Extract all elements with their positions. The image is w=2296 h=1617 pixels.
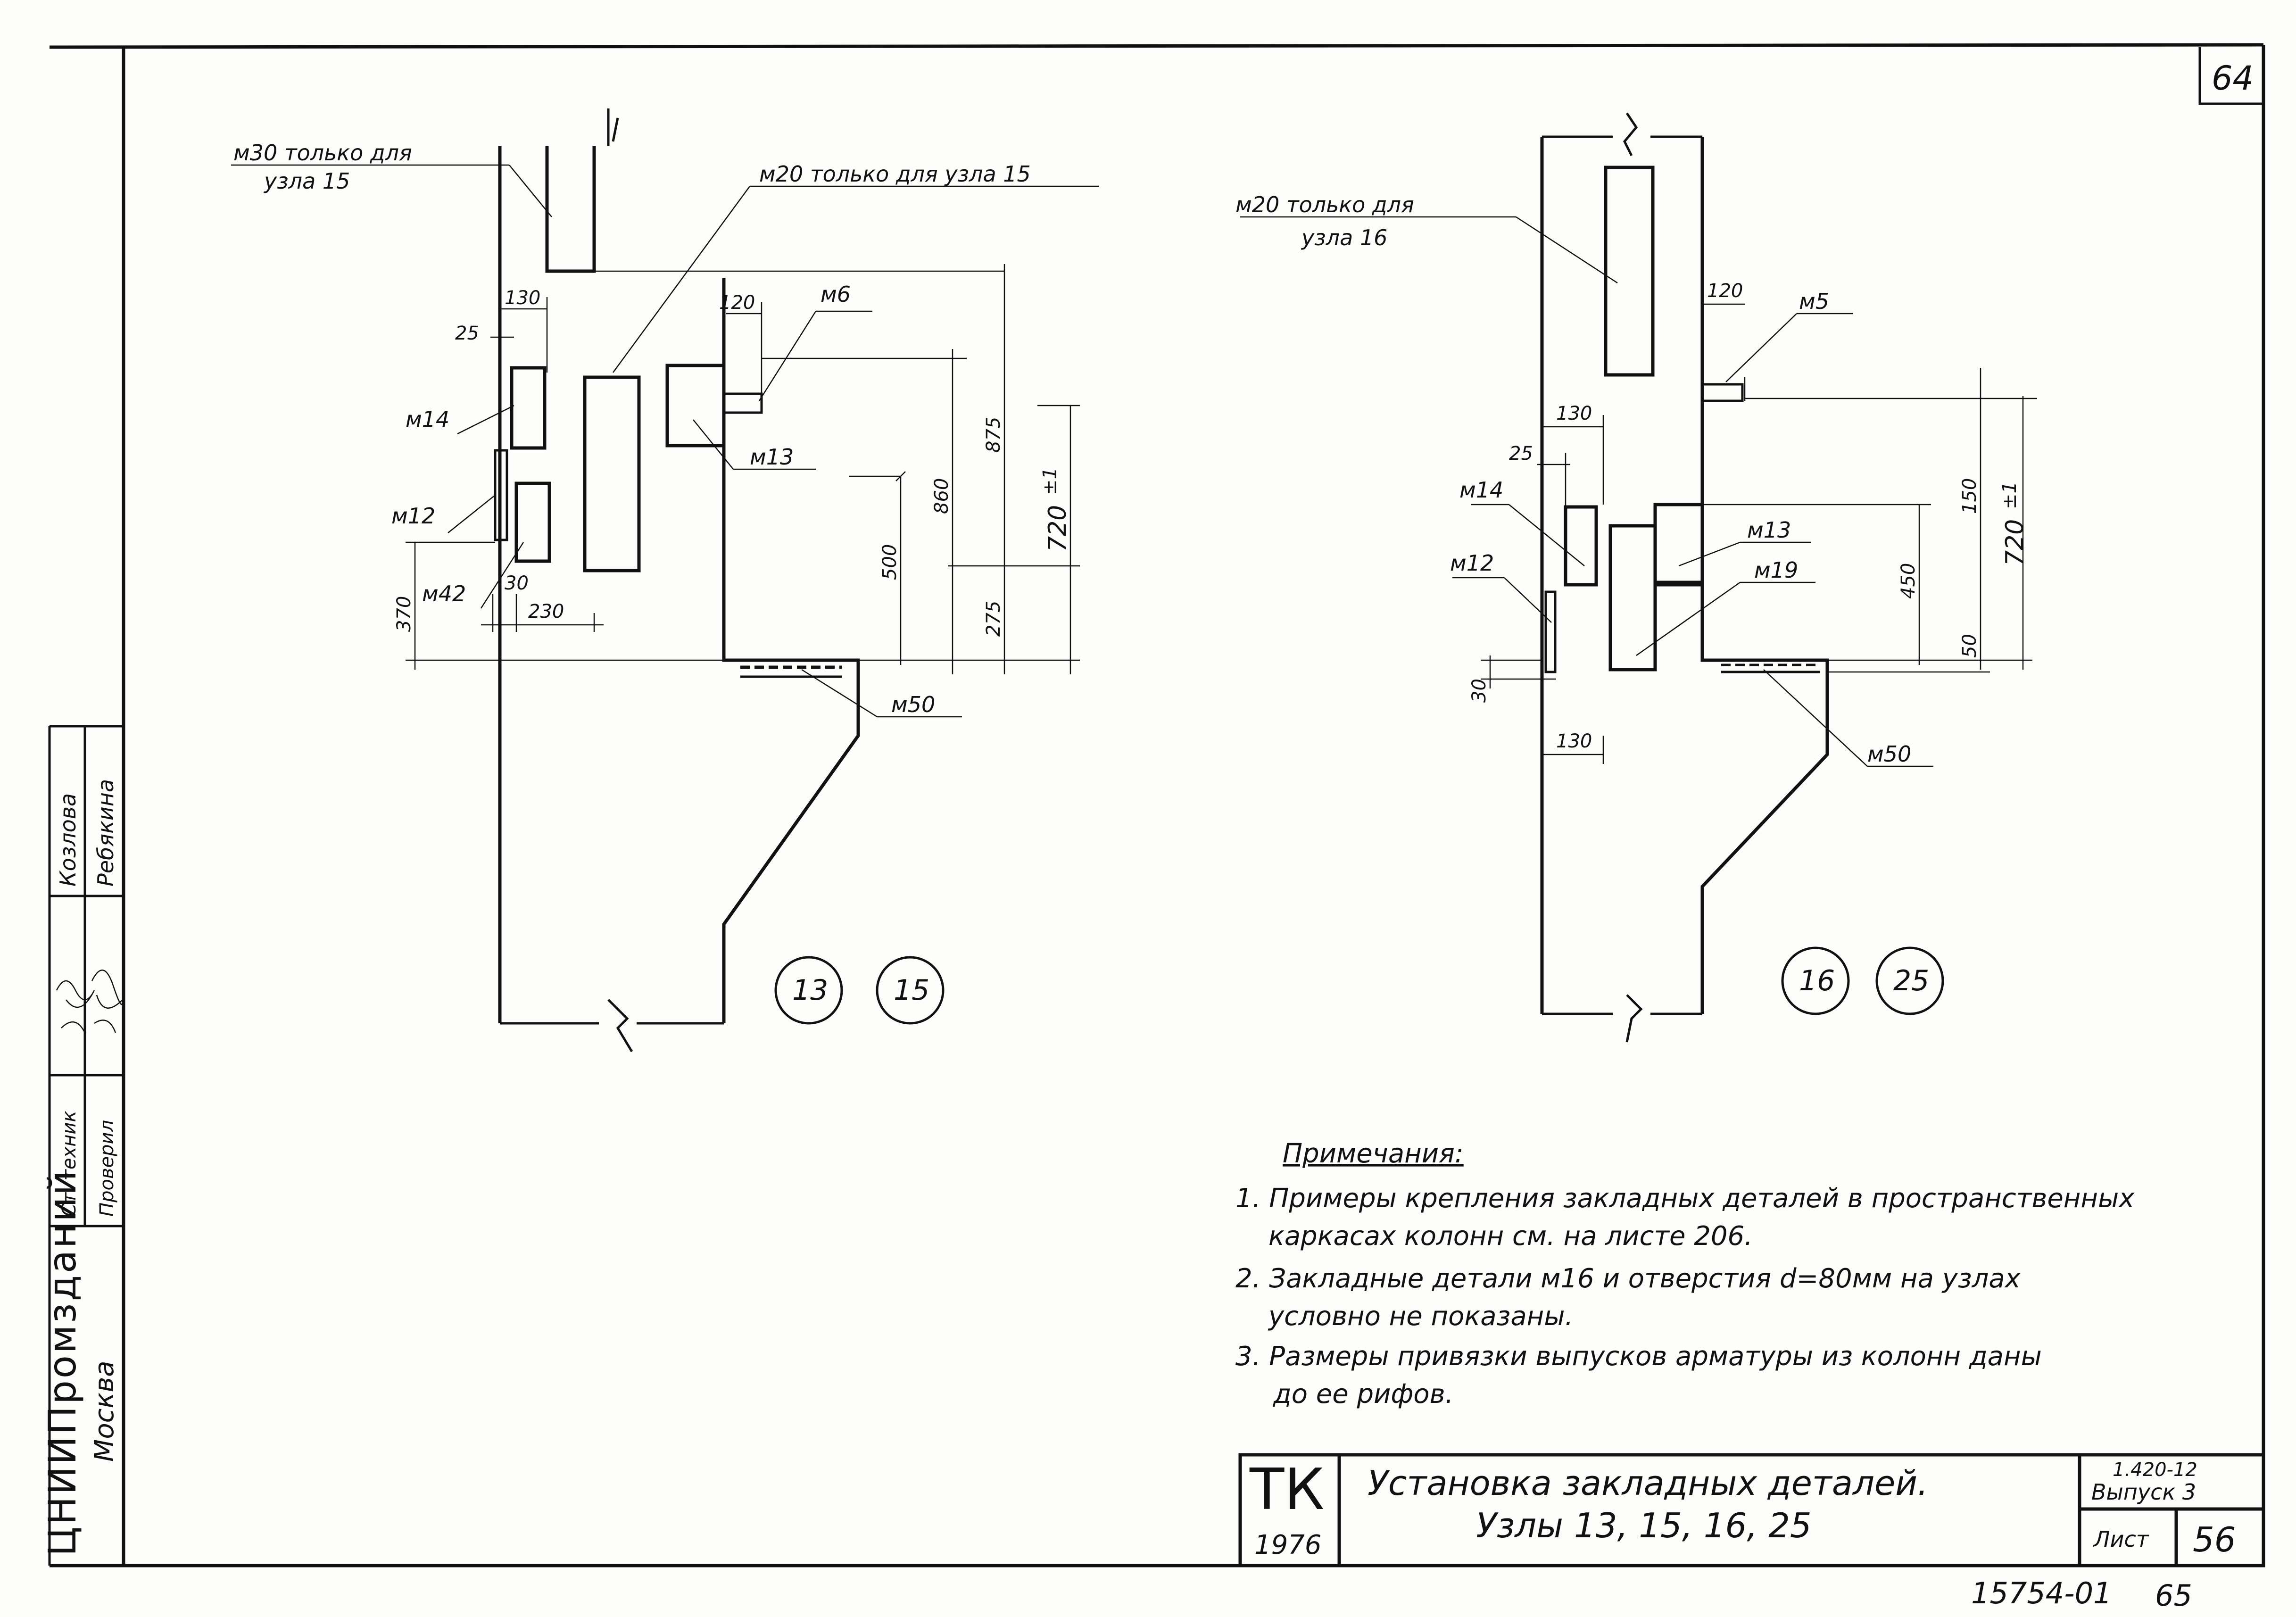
right-dim-25: 25 [1509, 443, 1533, 464]
left-dim-500: 500 [879, 544, 901, 580]
side-stamp-role-2: Проверил [96, 1120, 118, 1217]
notes-line-2: каркасах колонн см. на листе 206. [1268, 1221, 1753, 1252]
notes-line-6: до ее рифов. [1273, 1379, 1453, 1410]
right-dim-450: 450 [1898, 563, 1919, 599]
left-dim-720: 720 [1044, 505, 1072, 552]
left-dim-860: 860 [931, 478, 953, 514]
left-label-m50: м50 [891, 692, 935, 717]
bottom-page-number: 65 [2155, 1578, 2192, 1613]
left-dim-25: 25 [455, 323, 479, 344]
right-dim-30: 30 [1468, 679, 1490, 703]
stamp-sheet-label: Лист [2093, 1526, 2149, 1552]
right-dim-150: 150 [1959, 478, 1981, 514]
right-label-m20-2: узла 16 [1301, 225, 1387, 250]
stamp-issue: Выпуск 3 [2091, 1479, 2196, 1505]
bottom-numbers: 15754-01 65 [1971, 1576, 2192, 1613]
right-dim-120: 120 [1707, 280, 1743, 302]
right-circle-1: 16 [1799, 964, 1835, 997]
left-label-m30-2: узла 15 [263, 168, 350, 194]
left-dim-130: 130 [505, 287, 540, 309]
right-label-m5: м5 [1799, 289, 1829, 314]
stamp-sheet-no: 56 [2193, 1520, 2236, 1559]
left-dim-230: 230 [528, 601, 564, 622]
right-dim-130a: 130 [1556, 403, 1592, 424]
notes-line-4: условно не показаны. [1268, 1301, 1573, 1332]
sheet-corner-number: 64 [2198, 47, 2263, 105]
sheet-frame [49, 43, 2265, 1567]
right-label-m50: м50 [1867, 741, 1911, 767]
sheet-corner-number-text: 64 [2212, 59, 2254, 98]
right-dim-50: 50 [1959, 634, 1981, 658]
left-dim-720-tol: ±1 [1039, 467, 1061, 495]
title-block: ТК 1976 Установка закладных деталей. Узл… [1238, 1453, 2265, 1567]
signature-1 [56, 980, 95, 1033]
signature-2 [91, 970, 124, 1033]
right-label-m20: м20 только для [1235, 192, 1414, 217]
stamp-series: 1.420-12 [2113, 1459, 2197, 1481]
left-dim-370: 370 [393, 596, 415, 632]
right-label-m12: м12 [1450, 550, 1494, 576]
right-node: м20 только для узла 16 м5 м14 м12 м13 м1… [1235, 112, 2037, 1043]
stamp-year: 1976 [1254, 1530, 1322, 1560]
notes: Примечания: 1. Примеры крепления закладн… [1235, 1138, 2135, 1410]
side-stamp-name-2: Ребякина [93, 779, 118, 887]
right-circle-2: 25 [1893, 964, 1929, 997]
left-label-m42: м42 [422, 581, 466, 606]
right-dim-720: 720 [2001, 519, 2029, 566]
notes-line-5: 3. Размеры привязки выпусков арматуры из… [1235, 1341, 2042, 1372]
right-label-m14: м14 [1459, 477, 1503, 503]
side-stamp-role-1: Ст. техник [58, 1111, 80, 1217]
left-label-m12: м12 [391, 503, 435, 529]
bottom-inventory-number: 15754-01 [1971, 1576, 2112, 1610]
stamp-title-line-1: Установка закладных деталей. [1368, 1463, 1928, 1503]
right-label-m19: м19 [1754, 557, 1798, 583]
side-stamp: Козлова Ребякина Ст. техник Проверил ЦНИ… [41, 725, 124, 1566]
left-label-m14: м14 [406, 406, 449, 432]
stamp-title-line-2: Узлы 13, 15, 16, 25 [1476, 1506, 1812, 1545]
left-circle-2: 15 [894, 974, 929, 1007]
left-dim-875: 875 [983, 417, 1004, 453]
notes-line-1: 1. Примеры крепления закладных деталей в… [1235, 1183, 2135, 1214]
left-label-m20: м20 только для узла 15 [759, 161, 1031, 187]
notes-title: Примечания: [1283, 1138, 1464, 1169]
left-dim-120: 120 [719, 292, 755, 314]
left-dim-275: 275 [983, 601, 1004, 637]
left-node: м30 только для узла 15 м20 только для уз… [231, 108, 1099, 1053]
right-label-m13: м13 [1747, 517, 1791, 543]
left-label-m30: м30 только для [233, 140, 412, 166]
stamp-org-short: ТК [1249, 1457, 1325, 1523]
left-label-m13: м13 [750, 444, 794, 470]
side-stamp-name-1: Козлова [55, 793, 81, 887]
right-dim-130b: 130 [1556, 730, 1592, 752]
side-stamp-org: ЦНИИПромзданий [41, 1169, 84, 1556]
notes-line-3: 2. Закладные детали м16 и отверстия d=80… [1235, 1263, 2021, 1294]
left-circle-1: 13 [792, 974, 828, 1007]
left-dim-30: 30 [505, 572, 529, 594]
left-label-m6: м6 [821, 282, 851, 307]
side-stamp-city: Москва [89, 1360, 120, 1462]
right-dim-720-tol: ±1 [1999, 481, 2021, 509]
